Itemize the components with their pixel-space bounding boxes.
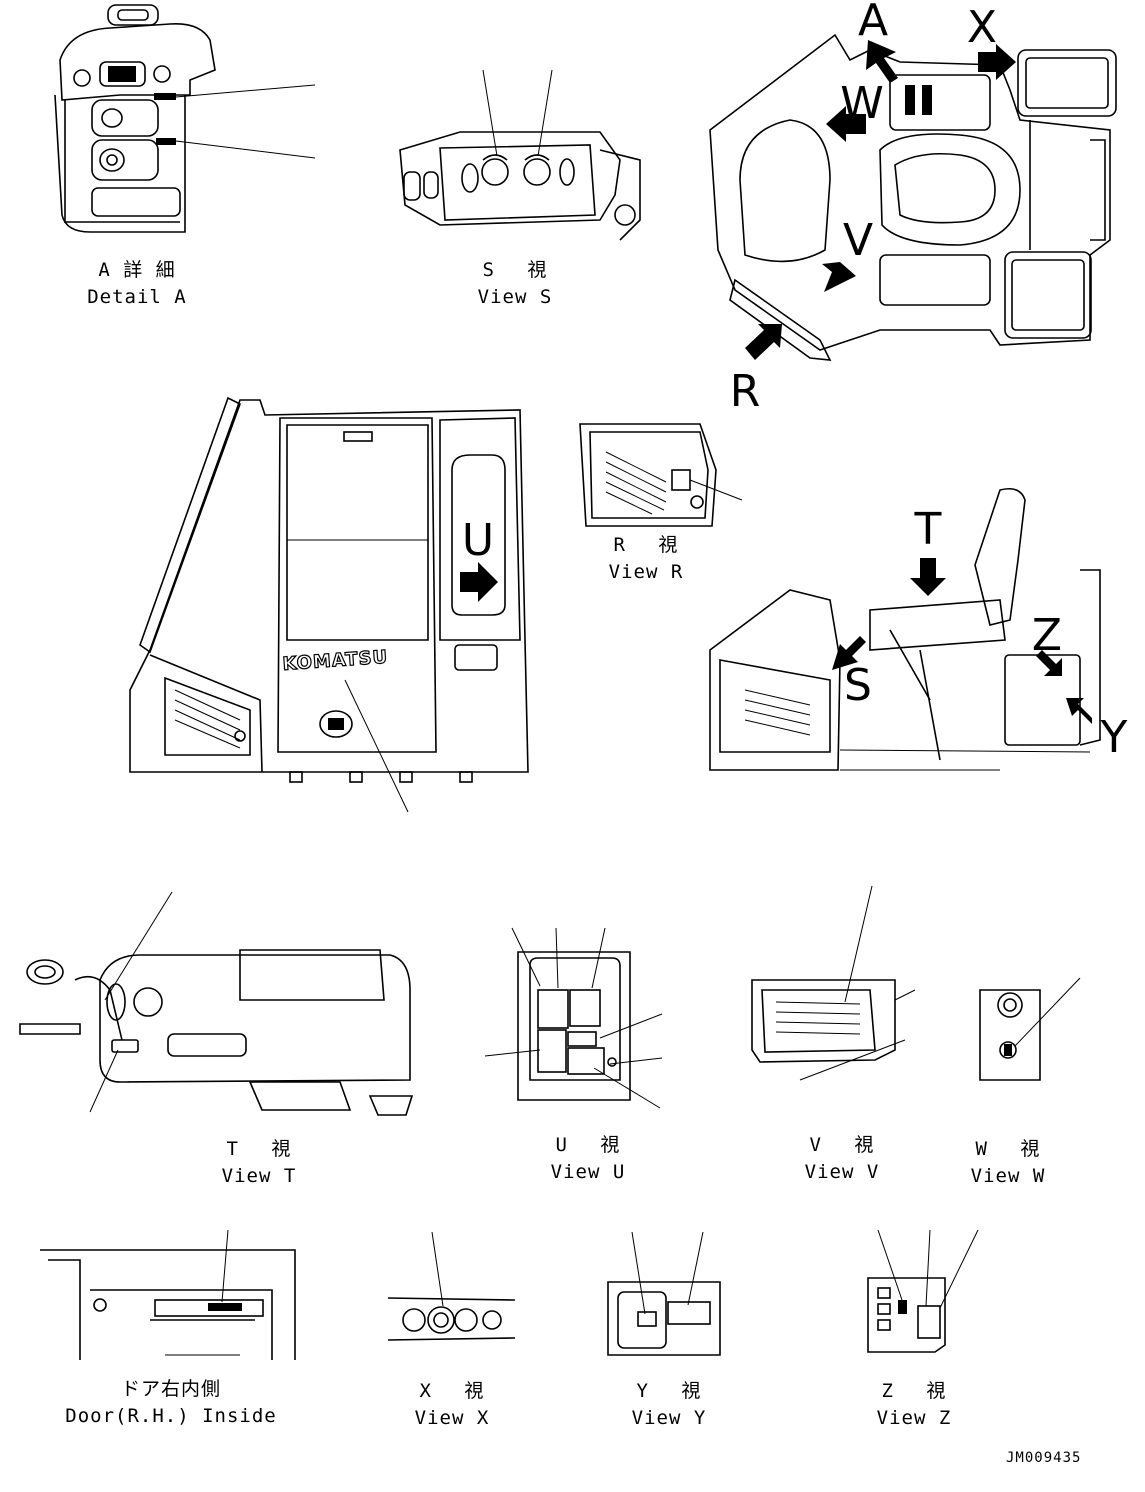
arrow-t	[910, 558, 946, 596]
label-a: A	[858, 0, 888, 46]
arrow-s	[832, 636, 866, 670]
view-r-drawing	[579, 423, 743, 527]
view-r-title-jp: R 視	[614, 534, 679, 556]
cab-top-view-drawing	[709, 33, 1117, 361]
view-t-title-en: View T	[222, 1165, 297, 1187]
view-u-title-en: View U	[551, 1161, 626, 1183]
label-u: U	[462, 515, 494, 566]
view-w-title-en: View W	[971, 1165, 1046, 1187]
view-t-title-jp: T 視	[227, 1138, 292, 1160]
label-t: T	[914, 504, 942, 555]
arrow-v	[822, 262, 856, 292]
arrow-z	[1036, 650, 1062, 676]
view-x-title-en: View X	[415, 1407, 490, 1429]
view-t-drawing	[19, 891, 414, 1116]
detail-a-title-en: Detail A	[87, 286, 187, 308]
view-s-drawing	[399, 69, 641, 241]
view-u-drawing	[484, 927, 663, 1109]
label-y: Y	[1100, 712, 1128, 763]
view-v-title-en: View V	[805, 1161, 880, 1183]
detail-a-title-jp: A 詳 細	[98, 259, 175, 281]
view-v-drawing	[751, 885, 916, 1081]
view-r-title-en: View R	[609, 561, 684, 583]
label-x: X	[967, 2, 997, 53]
view-s-title-jp: S 視	[483, 259, 548, 281]
view-v-title-jp: V 視	[810, 1134, 875, 1156]
view-x-drawing	[387, 1231, 516, 1341]
arrow-x	[978, 44, 1016, 80]
label-s: S	[844, 660, 872, 711]
drawing-number: JM009435	[1006, 1450, 1081, 1466]
view-y-title-en: View Y	[632, 1407, 707, 1429]
view-y-title-jp: Y 視	[637, 1380, 702, 1402]
view-w-title-jp: W 視	[976, 1138, 1041, 1160]
label-z: Z	[1032, 610, 1062, 661]
view-z-title-en: View Z	[877, 1407, 952, 1429]
door-rh-title-en: Door(R.H.) Inside	[65, 1405, 276, 1427]
cab-side-view-drawing	[129, 396, 529, 813]
detail-a-drawing	[54, 4, 316, 233]
door-rh-inside-drawing	[40, 1229, 296, 1360]
view-y-drawing	[607, 1231, 721, 1356]
arrow-w	[826, 106, 866, 142]
view-u-title-jp: U 視	[556, 1134, 621, 1156]
door-rh-title-jp: ドア右内側	[121, 1378, 221, 1400]
komatsu-logo: KOMATSU	[282, 647, 389, 675]
label-v: V	[843, 215, 873, 266]
arrow-r	[745, 324, 782, 360]
view-z-title-jp: Z 視	[882, 1380, 947, 1402]
arrow-a	[866, 40, 898, 83]
view-w-drawing	[979, 977, 1081, 1081]
view-s-title-en: View S	[478, 286, 553, 308]
arrow-y	[1066, 698, 1092, 724]
label-w: W	[840, 78, 884, 129]
arrow-u	[460, 562, 498, 602]
view-x-title-jp: X 視	[420, 1380, 485, 1402]
view-z-drawing	[867, 1229, 979, 1353]
label-r: R	[730, 366, 761, 417]
